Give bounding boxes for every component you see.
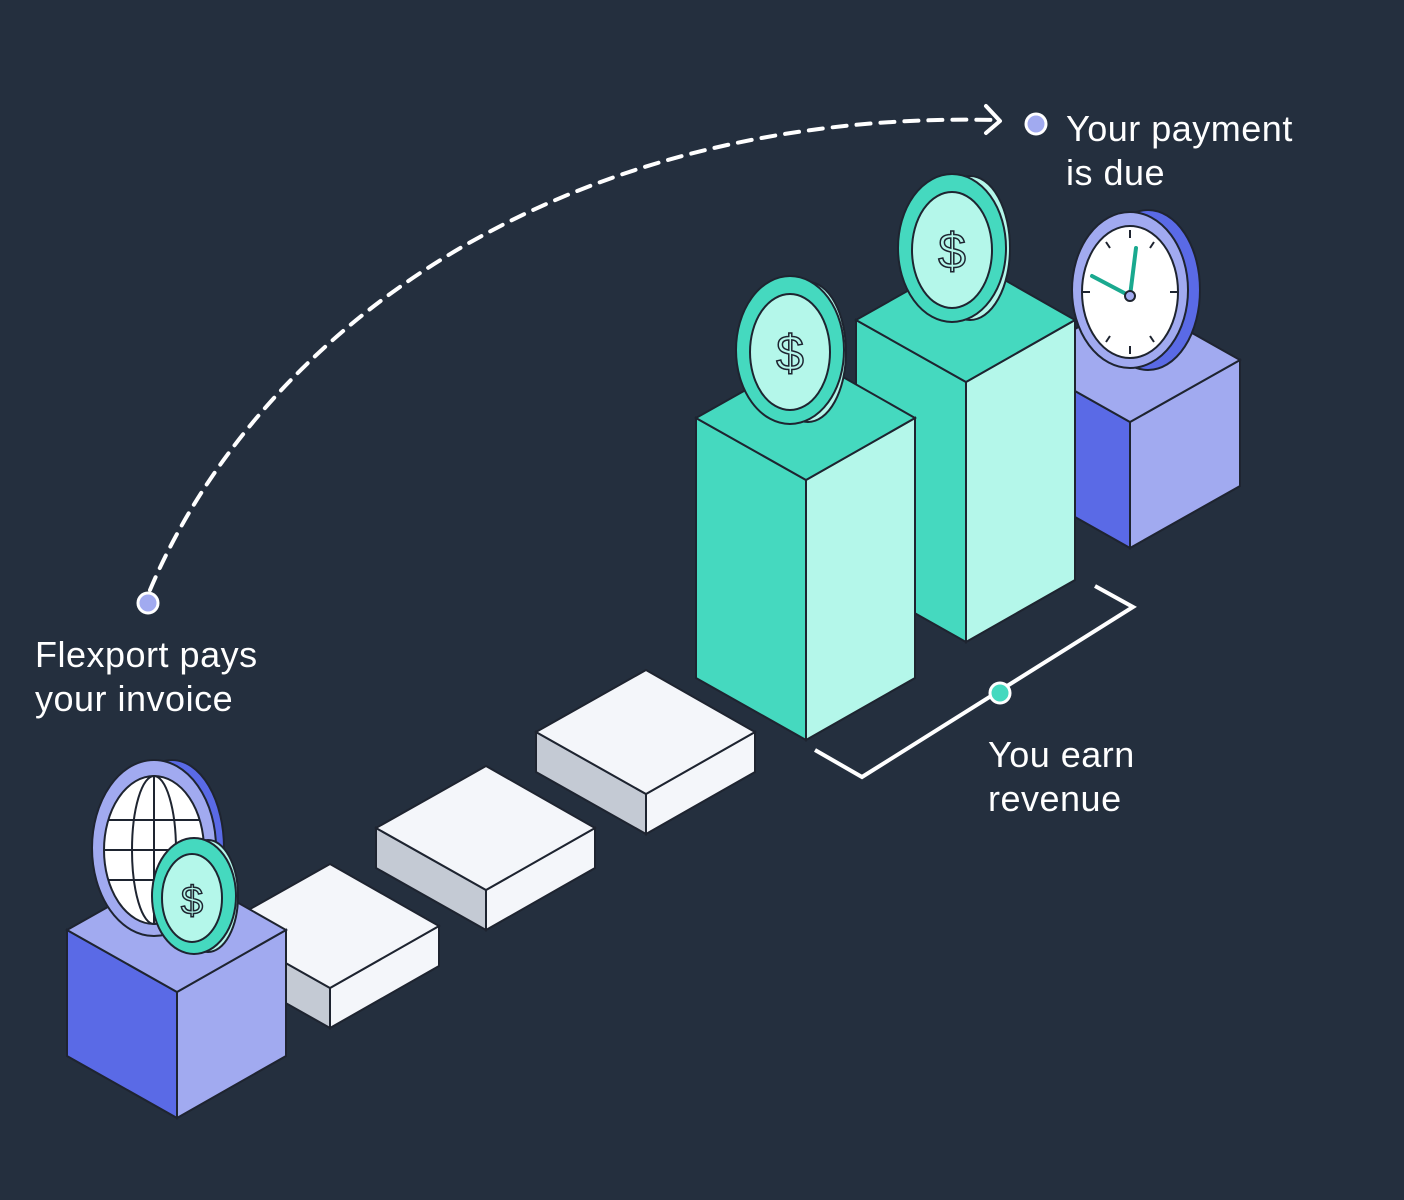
payment-due-line1: Your payment: [1066, 108, 1293, 149]
flexport-pays-line1: Flexport pays: [35, 634, 258, 675]
flexport-pays-line2: your invoice: [35, 678, 234, 719]
earn-revenue-line1: You earn: [988, 734, 1135, 775]
arrow-head-icon: [984, 104, 1002, 135]
flexport-dot: [136, 591, 160, 615]
earn-revenue-label: You earn revenue: [988, 733, 1135, 821]
dashed-arrow: [148, 117, 997, 592]
coin-icon: $: [151, 837, 239, 955]
earn-revenue-line2: revenue: [988, 778, 1122, 819]
payment-due-line2: is due: [1066, 152, 1166, 193]
clock-icon: [1071, 209, 1201, 371]
coin-icon: $: [735, 275, 847, 425]
step-tile-3: [533, 668, 758, 836]
payment-dot: [1024, 112, 1048, 136]
step-tile-2: [373, 764, 598, 932]
revenue-dot: [988, 681, 1012, 705]
coin-symbol: $: [776, 325, 804, 381]
coin-symbol: $: [181, 879, 203, 923]
coin-icon: $: [897, 173, 1011, 323]
coin-symbol: $: [938, 223, 966, 279]
flexport-pays-label: Flexport pays your invoice: [35, 633, 258, 721]
payment-due-label: Your payment is due: [1066, 107, 1293, 195]
